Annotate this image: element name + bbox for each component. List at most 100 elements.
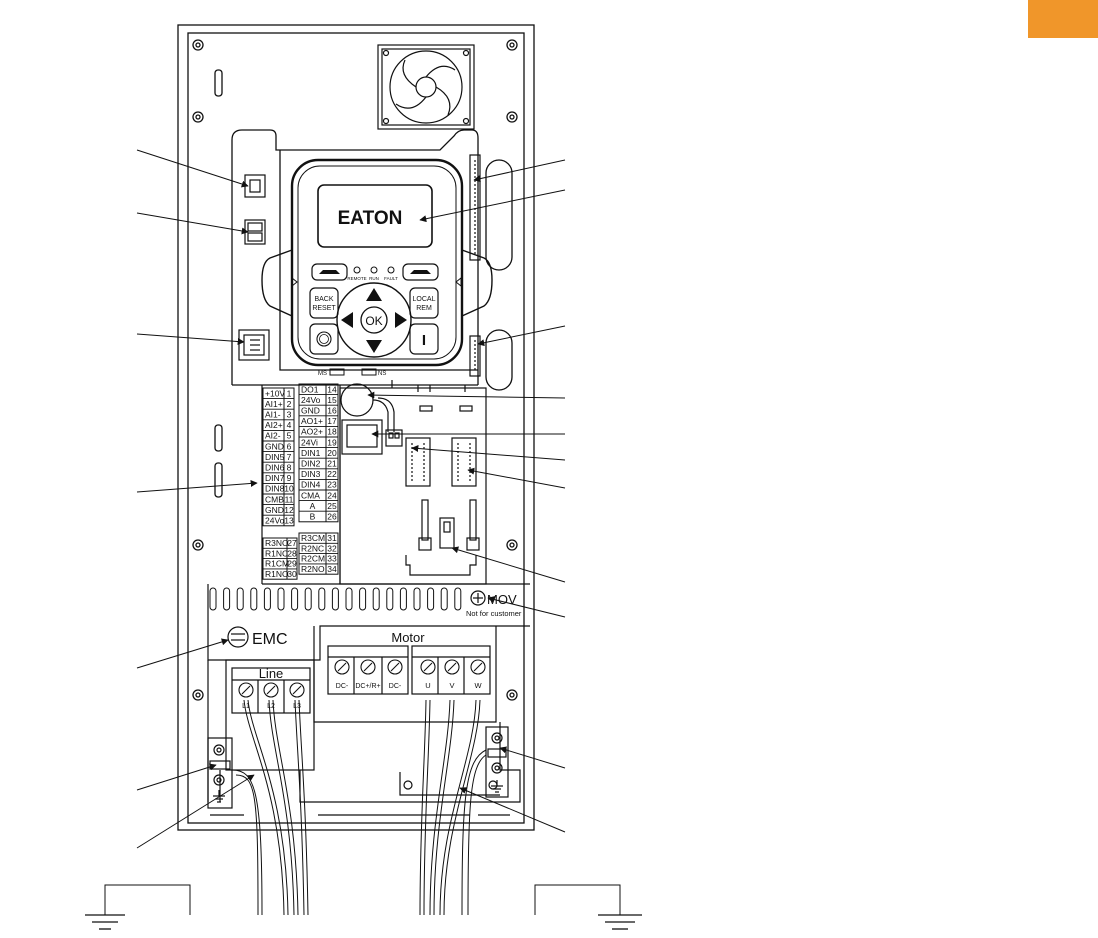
analog-terminal-number: 4 — [287, 420, 292, 430]
analog-terminal-name: GND — [265, 441, 284, 451]
analog-terminal-number: 10 — [284, 484, 294, 494]
arrow-left-icon — [341, 312, 353, 328]
terminal-screw-icon — [360, 659, 376, 675]
relay-terminal-right-number: 33 — [327, 554, 337, 564]
start-label: I — [422, 332, 426, 349]
vent-slot — [291, 587, 299, 611]
rem-label: REM — [416, 305, 432, 312]
analog-terminal-number: 12 — [284, 505, 294, 515]
mov-label: MOV — [487, 592, 517, 607]
led-label-fault: FAULT — [384, 276, 398, 281]
line-label: Line — [259, 666, 284, 681]
line-l1-label: L1 — [242, 703, 250, 710]
dc-minus-label-1: DC- — [336, 683, 349, 690]
digital-terminal-name: 24Vi — [301, 437, 318, 447]
vent-slot — [318, 587, 326, 611]
analog-terminal-number: 1 — [287, 388, 292, 398]
terminal-screw-icon — [289, 682, 305, 698]
navigation-pad[interactable] — [336, 282, 412, 358]
relay-terminal-left-name: R3NO — [265, 538, 289, 548]
not-for-customer-label: Not for customer — [466, 609, 522, 618]
analog-terminal-number: 11 — [285, 494, 294, 504]
motor-u-label: U — [425, 681, 430, 690]
power-section — [207, 584, 530, 816]
start-button[interactable] — [409, 323, 439, 355]
analog-terminal-number: 5 — [287, 431, 292, 441]
vent-slot — [386, 587, 394, 611]
vent-slot — [372, 587, 380, 611]
motor-w-label: W — [474, 681, 482, 690]
analog-terminal-block — [262, 387, 295, 527]
keypad — [261, 158, 493, 367]
digital-terminal-number: 23 — [327, 480, 337, 490]
terminal-screws — [238, 659, 486, 698]
analog-terminal-name: CMB — [265, 494, 284, 504]
digital-terminal-number: 24 — [327, 490, 337, 500]
relay-terminal-left-name: R1CM — [265, 559, 289, 569]
analog-terminal-name: 24Vo — [265, 516, 285, 526]
digital-terminal-name: AO1+ — [301, 416, 323, 426]
relay-terminal-right-name: R2NO — [301, 564, 325, 574]
ok-label: OK — [365, 314, 382, 328]
vent-slot — [209, 587, 217, 611]
vent-slot — [277, 587, 285, 611]
status-leds — [329, 368, 377, 376]
relay-terminal-left-name: R1NO — [265, 569, 289, 579]
analog-terminal-name: DIN6 — [265, 463, 285, 473]
digital-terminal-number: 26 — [327, 512, 337, 522]
digital-terminal-number: 19 — [327, 437, 337, 447]
mov-screw-icon — [470, 590, 486, 606]
reset-label: RESET — [312, 305, 336, 312]
relay-terminal-left-number: 30 — [287, 569, 297, 579]
vent-slot — [250, 587, 258, 611]
local-rem-button[interactable] — [409, 287, 439, 319]
arrow-right-icon — [395, 312, 407, 328]
relay-terminal-right-name: R2NC — [301, 543, 324, 553]
local-label: LOCAL — [413, 296, 436, 303]
section-tab — [1028, 0, 1098, 38]
motor-v-label: V — [449, 681, 454, 690]
vent-slot — [331, 587, 339, 611]
digital-terminal-number: 15 — [327, 395, 337, 405]
digital-terminal-number: 17 — [327, 416, 337, 426]
digital-terminal-name: AO2+ — [301, 427, 323, 437]
led-label-run: RUN — [369, 276, 379, 281]
dc-minus-label-2: DC- — [389, 683, 402, 690]
analog-terminal-number: 8 — [287, 463, 292, 473]
vent-slots — [209, 587, 462, 611]
terminal-screw-icon — [334, 659, 350, 675]
relay-terminal-left-number: 28 — [287, 548, 297, 558]
analog-terminal-name: AI2+ — [265, 420, 283, 430]
terminal-screw-icon — [263, 682, 279, 698]
vent-slot — [304, 587, 312, 611]
digital-terminal-block — [298, 383, 339, 523]
analog-terminal-name: +10V — [265, 388, 285, 398]
terminal-screw-icon — [387, 659, 403, 675]
vent-slot — [413, 587, 421, 611]
stop-button[interactable] — [309, 323, 339, 355]
stop-icon — [316, 331, 332, 347]
ground-symbols — [85, 914, 642, 930]
ground-bracket-right — [485, 726, 509, 798]
digital-terminal-number: 16 — [327, 406, 337, 416]
vent-slot — [359, 587, 367, 611]
back-reset-button[interactable] — [309, 287, 339, 319]
vent-slot — [263, 587, 271, 611]
ok-button[interactable] — [360, 306, 388, 334]
terminal-screw-icon — [444, 659, 460, 675]
digital-terminal-name: A — [310, 501, 316, 511]
arrow-up-icon — [366, 288, 382, 301]
digital-terminal-number: 14 — [327, 384, 337, 394]
line-l2-label: L2 — [267, 703, 275, 710]
digital-terminal-number: 22 — [327, 469, 337, 479]
analog-terminal-number: 3 — [287, 410, 292, 420]
relay-terminal-left-number: 29 — [287, 559, 297, 569]
arrow-down-icon — [366, 340, 382, 353]
vent-slot — [427, 587, 435, 611]
keypad-ports — [238, 154, 481, 377]
analog-terminal-number: 7 — [287, 452, 292, 462]
cables — [104, 699, 621, 916]
relay-terminal-right-name: R3CM — [301, 533, 325, 543]
digital-terminal-name: DIN1 — [301, 448, 321, 458]
